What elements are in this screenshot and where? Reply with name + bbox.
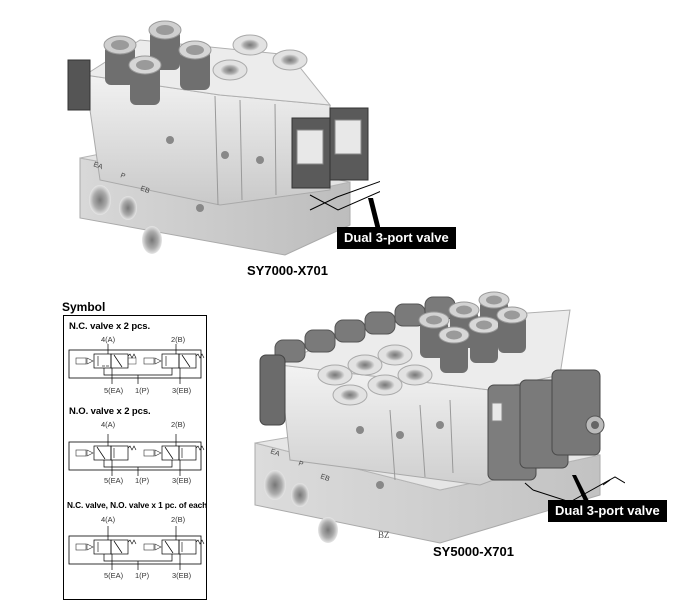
product-photo-sy5000: EA P EB BZ — [240, 285, 630, 545]
symbol-heading-nc-x2: N.C. valve x 2 pcs. — [69, 321, 151, 332]
symbol-diagram-nc-x2 — [68, 344, 205, 384]
svg-text:EA: EA — [269, 448, 280, 458]
symbol-title: Symbol — [62, 300, 106, 314]
symbol-heading-no-x2: N.O. valve x 2 pcs. — [69, 406, 151, 417]
port-label-3eb: 3(EB) — [172, 476, 192, 485]
symbol-diagram-nc-no-each — [68, 526, 205, 570]
callout-dual-3-port-valve-2: Dual 3-port valve — [548, 500, 667, 522]
port-label-2b: 2(B) — [171, 420, 186, 429]
callout-arrow-2 — [572, 475, 590, 503]
model-label-sy5000: SY5000-X701 — [433, 544, 514, 559]
port-label-3eb: 3(EB) — [172, 571, 192, 580]
model-label-sy7000: SY7000-X701 — [247, 263, 328, 278]
callout-pointer-2 — [524, 476, 625, 503]
callout-dual-3-port-valve-1: Dual 3-port valve — [337, 227, 456, 249]
product-photo-sy7000: EA P EB BZ — [60, 0, 380, 262]
port-label-3eb: 3(EB) — [172, 386, 192, 395]
svg-text:EA: EA — [92, 161, 103, 171]
port-label-5ea: 5(EA) — [104, 571, 124, 580]
port-label-1p: 1(P) — [135, 571, 150, 580]
port-label-4a: 4(A) — [101, 515, 116, 524]
svg-text:EB: EB — [139, 185, 150, 195]
port-label-1p: 1(P) — [135, 386, 150, 395]
svg-text:BZ: BZ — [378, 530, 390, 540]
port-label-1p: 1(P) — [135, 476, 150, 485]
svg-text:P: P — [297, 460, 304, 468]
port-label-4a: 4(A) — [101, 335, 116, 344]
callout-pointer-1 — [309, 180, 380, 230]
port-label-4a: 4(A) — [101, 420, 116, 429]
port-label-5ea: 5(EA) — [104, 386, 124, 395]
port-label-2b: 2(B) — [171, 335, 186, 344]
symbol-box: N.C. valve x 2 pcs. 4(A) 2(B) 5(EA) 1(P)… — [63, 315, 207, 600]
symbol-heading-nc-no-each: N.C. valve, N.O. valve x 1 pc. of each — [67, 500, 208, 510]
port-label-2b: 2(B) — [171, 515, 186, 524]
svg-text:P: P — [119, 172, 126, 180]
port-label-5ea: 5(EA) — [104, 476, 124, 485]
svg-text:EB: EB — [319, 473, 330, 483]
symbol-diagram-no-x2 — [68, 434, 205, 476]
